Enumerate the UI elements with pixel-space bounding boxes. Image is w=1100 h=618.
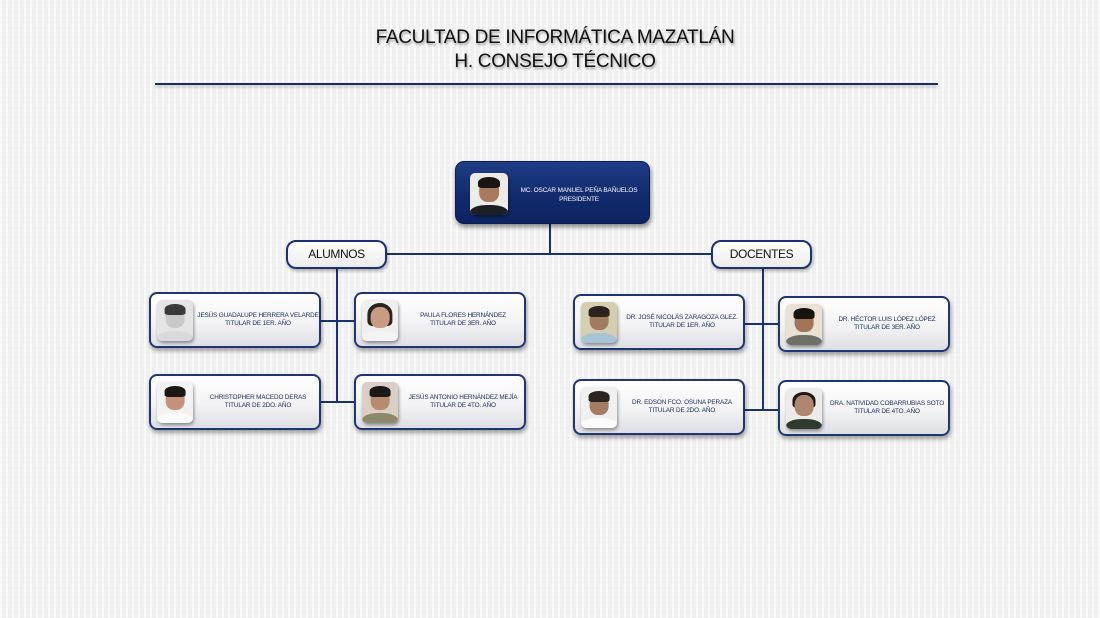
member-card-docente-1: DR. JOSÉ NICOLÁS ZARAGOZA GLEZ. TITULAR … (573, 294, 745, 350)
member-name: JESÚS ANTONIO HERNÁNDEZ MEJÍA (408, 394, 518, 401)
page-title: FACULTAD DE INFORMÁTICA MAZATLÁN H. CONS… (0, 26, 1100, 74)
member-role: TITULAR DE 3ER. AÑO (854, 324, 920, 331)
member-role: TITULAR DE 2DO. AÑO (648, 407, 716, 414)
member-info: CHRISTOPHER MACEDO DERAS TITULAR DE 2DO.… (197, 376, 319, 428)
president-node: MC. OSCAR MANUEL PEÑA BAÑUELOS PRESIDENT… (455, 161, 650, 224)
member-photo (157, 382, 193, 423)
member-info: DR. JOSÉ NICOLÁS ZARAGOZA GLEZ. TITULAR … (621, 296, 743, 348)
member-name: CHRISTOPHER MACEDO DERAS (209, 394, 307, 401)
group-label-docentes: DOCENTES (711, 240, 812, 269)
member-card-docente-2: DR. HÉCTOR LUIS LÓPEZ LÓPEZ TITULAR DE 3… (778, 296, 950, 352)
member-role: TITULAR DE 3ER. AÑO (430, 320, 496, 327)
hair-shape (369, 386, 391, 397)
hair-shape (793, 308, 815, 319)
connector-president-down (549, 224, 551, 254)
hair-shape (164, 304, 186, 315)
connector-alumnos-row2 (320, 401, 355, 403)
member-photo (157, 300, 193, 341)
member-name: DR. EDSON FCO. OSUNA PERAZA (632, 399, 732, 406)
member-info: DR. EDSON FCO. OSUNA PERAZA TITULAR DE 2… (621, 381, 743, 433)
hair-shape (477, 177, 501, 189)
president-name: MC. OSCAR MANUEL PEÑA BAÑUELOS (520, 187, 638, 194)
member-photo (581, 302, 617, 343)
member-role: TITULAR DE 2DO. AÑO (224, 402, 292, 409)
member-name: JESÚS GUADALUPE HERRERA VELARDE (197, 312, 319, 319)
member-photo (581, 387, 617, 428)
member-card-alumno-4: JESÚS ANTONIO HERNÁNDEZ MEJÍA TITULAR DE… (354, 374, 526, 430)
president-role: PRESIDENTE (559, 196, 599, 203)
shirt-shape (786, 419, 822, 429)
connector-docentes-row2 (745, 409, 780, 411)
shirt-shape (786, 335, 822, 345)
member-info: DR. HÉCTOR LUIS LÓPEZ LÓPEZ TITULAR DE 3… (826, 298, 948, 350)
shirt-shape (581, 333, 617, 343)
member-name: DR. JOSÉ NICOLÁS ZARAGOZA GLEZ. (626, 314, 738, 321)
member-card-alumno-3: CHRISTOPHER MACEDO DERAS TITULAR DE 2DO.… (149, 374, 321, 430)
hair-shape (588, 306, 610, 317)
hair-shape (164, 386, 186, 397)
member-role: TITULAR DE 4TO. AÑO (854, 408, 920, 415)
member-info: JESÚS GUADALUPE HERRERA VELARDE TITULAR … (197, 294, 319, 346)
connector-alumnos-trunk (336, 268, 338, 402)
face-shape (370, 307, 390, 328)
member-card-alumno-2: PAULA FLORES HERNÁNDEZ TITULAR DE 3ER. A… (354, 292, 526, 348)
connector-docentes-row1 (745, 323, 780, 325)
member-photo (786, 388, 822, 429)
shirt-shape (157, 413, 193, 423)
title-divider (155, 83, 938, 85)
member-photo (362, 300, 398, 341)
member-name: PAULA FLORES HERNÁNDEZ (420, 312, 506, 319)
member-info: PAULA FLORES HERNÁNDEZ TITULAR DE 3ER. A… (402, 294, 524, 346)
member-photo (786, 304, 822, 345)
face-shape (794, 395, 814, 416)
member-card-docente-3: DR. EDSON FCO. OSUNA PERAZA TITULAR DE 2… (573, 379, 745, 435)
member-role: TITULAR DE 1ER. AÑO (649, 322, 715, 329)
suit-shape (470, 204, 508, 215)
member-photo (362, 382, 398, 423)
member-card-docente-4: DRA. NATIVIDAD COBARRUBIAS SOTO TITULAR … (778, 380, 950, 436)
member-role: TITULAR DE 1ER. AÑO (225, 320, 291, 327)
member-info: JESÚS ANTONIO HERNÁNDEZ MEJÍA TITULAR DE… (402, 376, 524, 428)
member-role: TITULAR DE 4TO. AÑO (430, 402, 496, 409)
member-name: DRA. NATIVIDAD COBARRUBIAS SOTO (829, 400, 945, 407)
president-info: MC. OSCAR MANUEL PEÑA BAÑUELOS PRESIDENT… (512, 186, 646, 204)
connector-horizontal-groups (386, 253, 712, 255)
member-info: DRA. NATIVIDAD COBARRUBIAS SOTO TITULAR … (826, 382, 948, 434)
connector-alumnos-row1 (320, 320, 355, 322)
connector-docentes-trunk (762, 268, 764, 410)
hair-shape (588, 391, 610, 402)
shirt-shape (362, 413, 398, 423)
president-photo (470, 173, 508, 215)
shirt-shape (157, 331, 193, 341)
shirt-shape (581, 418, 617, 428)
member-name: DR. HÉCTOR LUIS LÓPEZ LÓPEZ (838, 316, 936, 323)
title-line-faculty: FACULTAD DE INFORMÁTICA MAZATLÁN (375, 27, 735, 48)
shirt-shape (362, 331, 398, 341)
group-label-alumnos: ALUMNOS (286, 240, 387, 269)
member-card-alumno-1: JESÚS GUADALUPE HERRERA VELARDE TITULAR … (149, 292, 321, 348)
title-line-council: H. CONSEJO TÉCNICO (454, 51, 656, 72)
